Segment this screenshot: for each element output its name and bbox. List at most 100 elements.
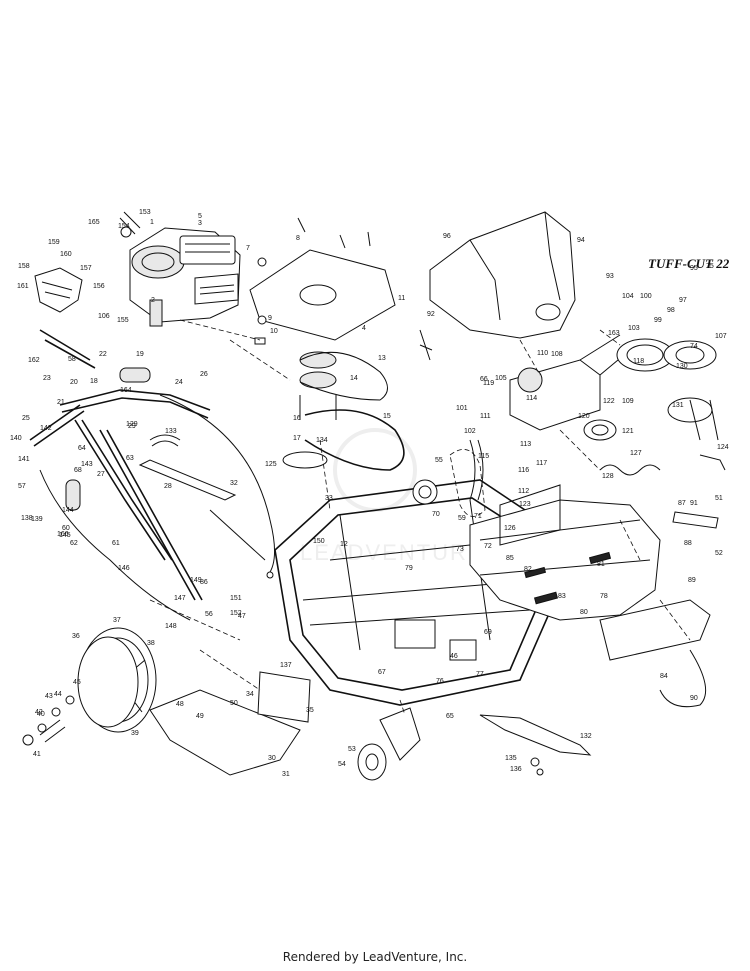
callout: 13 — [378, 355, 386, 362]
callout: 146 — [118, 565, 130, 572]
callout: 43 — [45, 693, 53, 700]
callout: 137 — [280, 662, 292, 669]
callout: 49 — [196, 713, 204, 720]
callout: 148 — [165, 623, 177, 630]
callout: 101 — [456, 405, 468, 412]
callout: 131 — [672, 402, 684, 409]
callout: 155 — [117, 317, 129, 324]
callout: 30 — [268, 755, 276, 762]
callout: 51 — [715, 495, 723, 502]
callout: 20 — [70, 379, 78, 386]
callout: 39 — [131, 730, 139, 737]
callout: 91 — [690, 500, 698, 507]
hardware-parts — [209, 217, 726, 579]
callout: 125 — [265, 461, 277, 468]
callout: 150 — [313, 538, 325, 545]
callout: 11 — [398, 295, 405, 302]
callout: 54 — [338, 761, 346, 768]
callout: 18 — [90, 378, 98, 385]
callout: 76 — [436, 678, 444, 685]
callout: 9 — [268, 315, 272, 322]
callout: 105 — [495, 375, 507, 382]
callout: 75 — [706, 263, 714, 270]
callout: 61 — [112, 540, 120, 547]
callout: 41 — [33, 751, 41, 758]
callout: 116 — [518, 467, 529, 474]
callout: 100 — [640, 293, 652, 300]
engine — [119, 211, 241, 327]
callout: 19 — [136, 351, 144, 358]
callout: 63 — [126, 455, 134, 462]
callout-labels: 1 2 3 4 5 7 8 9 10 11 12 13 14 15 16 17 … — [10, 209, 729, 778]
callout: 34 — [246, 691, 254, 698]
callout: 25 — [22, 415, 30, 422]
handle-bracket — [34, 267, 96, 369]
callout: 119 — [483, 380, 494, 387]
callout: 24 — [175, 379, 183, 386]
main-frame — [274, 479, 556, 706]
callout: 157 — [80, 265, 92, 272]
callout: 55 — [435, 457, 443, 464]
callout: 99 — [654, 317, 662, 324]
callout: 52 — [715, 550, 723, 557]
callout: 77 — [476, 671, 484, 678]
callout: 45 — [73, 679, 81, 686]
callout: 109 — [622, 398, 634, 405]
callout: 36 — [72, 633, 80, 640]
callout: 163 — [608, 330, 620, 337]
callout: 53 — [348, 746, 356, 753]
callout: 88 — [684, 540, 692, 547]
callout: 118 — [633, 358, 644, 365]
callout: 17 — [293, 435, 301, 442]
callout: 26 — [200, 371, 208, 378]
callout: 152 — [230, 610, 242, 617]
callout: 69 — [484, 629, 492, 636]
callout: 44 — [54, 691, 62, 698]
callout: 122 — [603, 398, 615, 405]
callout: 114 — [526, 395, 537, 402]
callout: 70 — [432, 511, 440, 518]
mower-deck — [469, 499, 719, 708]
callout: 102 — [464, 428, 476, 435]
callout: 133 — [165, 428, 177, 435]
callout: 158 — [18, 263, 30, 270]
callout: 94 — [577, 237, 585, 244]
callout: 149 — [190, 577, 202, 584]
callout: 126 — [504, 525, 516, 532]
callout: 123 — [519, 501, 531, 508]
callout: 134 — [316, 437, 328, 444]
callout: 111 — [480, 413, 491, 420]
callout: 32 — [230, 480, 238, 487]
engine-plate — [249, 249, 405, 471]
callout: 71 — [474, 513, 482, 520]
callout: 110 — [537, 350, 548, 357]
blade — [479, 714, 592, 776]
callout: 143 — [81, 461, 93, 468]
callout: 165 — [88, 219, 100, 226]
callout: 57 — [18, 483, 26, 490]
callout: 74 — [690, 343, 698, 350]
callout: 47 — [238, 613, 246, 620]
callout: 64 — [78, 445, 86, 452]
callout: 42 — [35, 709, 43, 716]
callout: 28 — [164, 483, 172, 490]
callout: 113 — [520, 441, 531, 448]
rear-wheel — [22, 627, 157, 746]
callout: 79 — [405, 565, 413, 572]
callout: 15 — [383, 413, 391, 420]
callout: 141 — [18, 456, 30, 463]
callout: 160 — [60, 251, 72, 258]
callout: 151 — [230, 595, 242, 602]
watermark-text: LEADVENTURE — [300, 540, 485, 565]
callout: 56 — [205, 611, 213, 618]
callout: 22 — [99, 351, 107, 358]
leader-lines — [149, 319, 691, 716]
callout: 108 — [551, 351, 563, 358]
rear-flap — [149, 671, 311, 776]
callout: 62 — [70, 540, 78, 547]
callout: 132 — [580, 733, 592, 740]
callout: 78 — [600, 593, 608, 600]
callout: 38 — [147, 640, 155, 647]
callout: 159 — [48, 239, 60, 246]
callout: 144 — [62, 507, 74, 514]
